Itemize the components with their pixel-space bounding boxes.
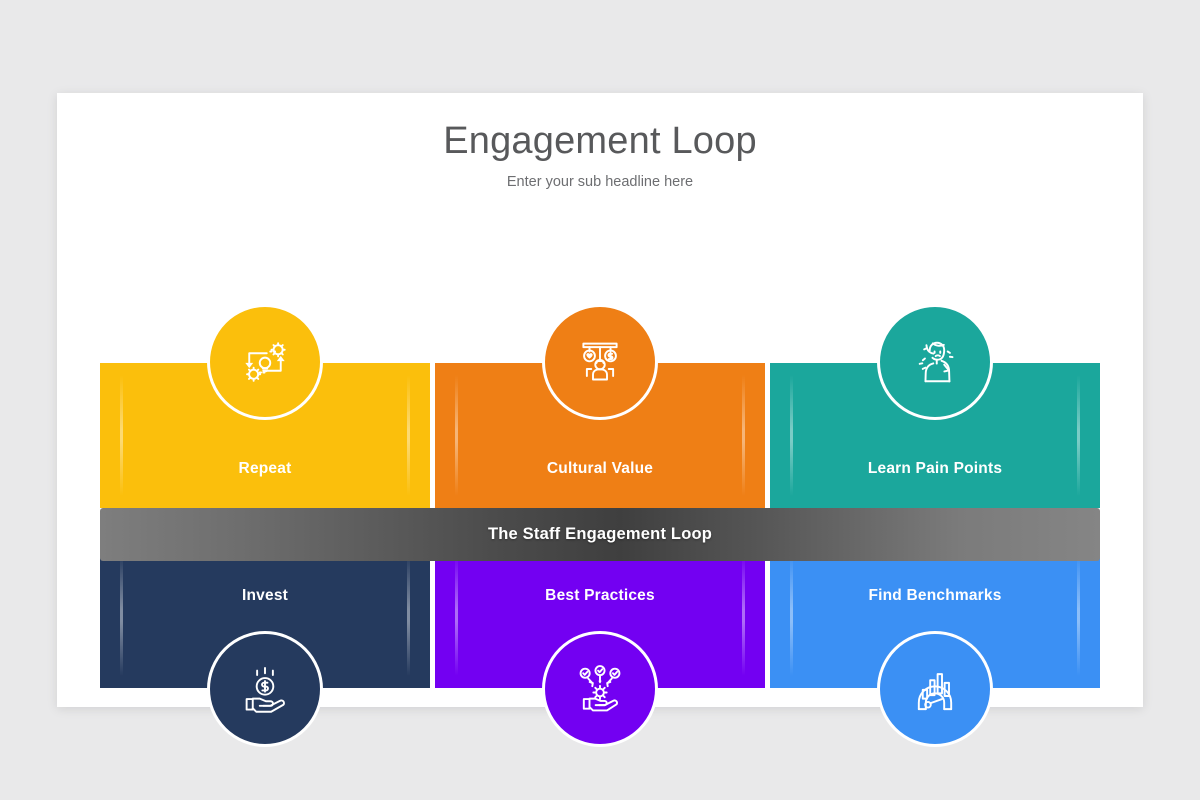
card-find-benchmarks[interactable]: Find Benchmarks: [770, 521, 1100, 747]
card-find-benchmarks-icon-circle[interactable]: [877, 631, 993, 747]
center-band-label: The Staff Engagement Loop: [487, 525, 713, 543]
slide-canvas: Engagement Loop Enter your sub headline …: [57, 93, 1143, 747]
center-band: The Staff Engagement Loop: [100, 508, 1100, 561]
balance-scale-heart-money-person-icon: [572, 334, 628, 390]
person-neck-pain-icon: [907, 334, 963, 390]
page-subtitle: Enter your sub headline here: [506, 173, 694, 190]
repeat-cycle-gears-idea-icon: [237, 334, 293, 390]
card-learn-pain-points-label: Learn Pain Points: [867, 460, 1003, 477]
slide-header: Engagement Loop Enter your sub headline …: [57, 93, 1143, 190]
card-best-practices-label: Best Practices: [545, 587, 655, 604]
gauge-bar-chart-icon: [907, 661, 963, 717]
hand-holding-dollar-coin-icon: [237, 661, 293, 717]
card-learn-pain-points-icon-circle[interactable]: [877, 304, 993, 420]
page-title: Engagement Loop: [443, 120, 757, 162]
card-cultural-value-label: Cultural Value: [546, 460, 654, 477]
card-repeat-label: Repeat: [238, 460, 292, 477]
card-best-practices[interactable]: Best Practices: [435, 521, 765, 747]
card-cultural-value-icon-circle[interactable]: [542, 304, 658, 420]
card-repeat[interactable]: Repeat: [100, 304, 430, 530]
card-invest[interactable]: Invest: [100, 521, 430, 747]
hand-gear-checkmarks-icon: [572, 661, 628, 717]
card-repeat-icon-circle[interactable]: [207, 304, 323, 420]
bottom-row: Invest: [100, 521, 1100, 747]
card-best-practices-icon-circle[interactable]: [542, 631, 658, 747]
card-learn-pain-points[interactable]: Learn Pain Points: [770, 304, 1100, 530]
top-row: Repeat: [100, 304, 1100, 530]
card-invest-icon-circle[interactable]: [207, 631, 323, 747]
engagement-loop-diagram: Repeat: [100, 219, 1100, 747]
card-invest-label: Invest: [242, 587, 288, 604]
card-find-benchmarks-label: Find Benchmarks: [868, 587, 1002, 604]
card-cultural-value[interactable]: Cultural Value: [435, 304, 765, 530]
